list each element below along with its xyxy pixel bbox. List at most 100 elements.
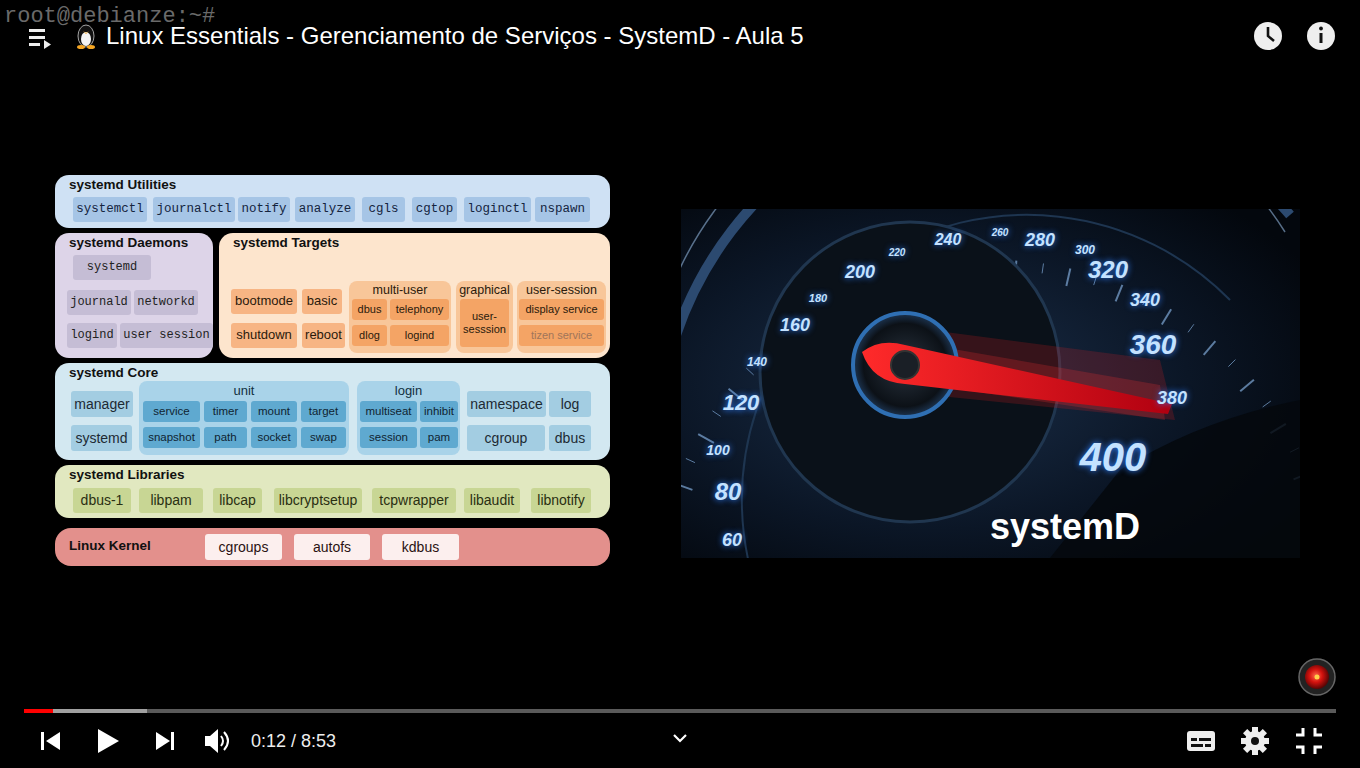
gauge-number: 240 xyxy=(935,231,962,249)
component-box: target xyxy=(301,401,346,422)
info-icon xyxy=(1307,22,1335,50)
progress-buffer xyxy=(24,709,147,713)
dial-tick xyxy=(1162,309,1171,324)
component-box: cgtop xyxy=(412,197,457,222)
next-icon xyxy=(156,732,170,750)
component-label: tizen service xyxy=(531,329,592,342)
component-box: inhibit xyxy=(420,401,458,422)
speedometer-ground xyxy=(681,209,1300,558)
group-box: dbustelephonydloglogindmulti-user xyxy=(349,281,451,353)
subtitles-icon xyxy=(1205,744,1211,747)
component-box: dbus xyxy=(549,425,591,451)
component-label: path xyxy=(214,431,236,444)
component-box: mount xyxy=(251,401,297,422)
dial-tick xyxy=(1042,263,1043,273)
component-label: service xyxy=(153,405,189,418)
component-label: session xyxy=(369,431,408,444)
gauge-number: 220 xyxy=(889,247,906,258)
penguin-icon xyxy=(83,31,89,34)
component-label: nspawn xyxy=(540,202,585,216)
component-label: cgroups xyxy=(219,539,269,555)
component-box: cgroups xyxy=(205,534,282,560)
gauge-number: 280 xyxy=(1025,230,1055,251)
speedometer-image xyxy=(681,209,1300,558)
chevron-icon xyxy=(674,735,686,741)
dial-tick xyxy=(712,411,720,417)
component-box: tcpwrapper xyxy=(372,488,456,513)
penguin-icon xyxy=(87,45,95,49)
progress-played xyxy=(24,709,53,713)
penguin-icon xyxy=(81,32,91,46)
component-box: basic xyxy=(302,289,342,314)
component-label: user session xyxy=(123,329,209,343)
dial-tick xyxy=(698,434,714,443)
gauge-number: 100 xyxy=(706,442,729,458)
component-box: nspawn xyxy=(535,197,590,222)
settings-icon xyxy=(1243,729,1267,753)
component-label: cgroup xyxy=(485,430,528,446)
component-box: snapshot xyxy=(143,427,200,448)
layer-heading: systemd Targets xyxy=(233,235,339,251)
component-label: reboot xyxy=(305,328,342,343)
component-box: socket xyxy=(251,427,297,448)
component-label: libcryptsetup xyxy=(279,492,358,508)
layer-heading: systemd Core xyxy=(69,365,158,381)
gauge-number: 360 xyxy=(1130,329,1177,361)
subtitles-icon xyxy=(1191,738,1197,741)
gauge-number: 260 xyxy=(992,227,1009,238)
gauge-number: 120 xyxy=(723,390,760,416)
group-heading: unit xyxy=(139,383,349,398)
component-label: log xyxy=(561,396,580,412)
component-box: session xyxy=(360,427,417,448)
dial-tick xyxy=(1188,324,1194,332)
dial-tick xyxy=(681,484,692,490)
component-box: telephony xyxy=(390,299,449,320)
needle xyxy=(862,343,1172,414)
subtitles-icon xyxy=(1199,738,1211,741)
component-label: libaudit xyxy=(470,492,514,508)
settings-icon xyxy=(1241,727,1269,755)
component-box: logind xyxy=(67,323,117,348)
component-box: libnotify xyxy=(531,488,591,513)
component-box: pam xyxy=(420,427,458,448)
component-box: journalctl xyxy=(153,197,235,222)
gauge-number: 180 xyxy=(809,292,827,304)
dial-tick xyxy=(1228,360,1235,367)
component-label: cgls xyxy=(368,202,398,216)
layer-heading: Linux Kernel xyxy=(69,538,151,554)
component-label: namespace xyxy=(470,396,542,412)
layer-heading: systemd Utilities xyxy=(69,177,176,193)
dial-tick xyxy=(1116,285,1123,302)
component-box: dbus xyxy=(352,299,387,320)
component-label: timer xyxy=(213,405,239,418)
fullscreen-exit-icon xyxy=(1296,728,1322,754)
hal-button xyxy=(1305,665,1329,689)
component-box: dbus-1 xyxy=(73,488,131,513)
component-box: dlog xyxy=(352,325,387,346)
gauge-number: 160 xyxy=(780,315,810,336)
previous-icon xyxy=(41,732,44,750)
gauge-number: 400 xyxy=(1080,435,1147,480)
dial-tick xyxy=(1204,341,1216,355)
menu-icon xyxy=(29,36,45,39)
group-box: multiseatinhibitsessionpamlogin xyxy=(357,381,460,455)
gauge-number: 200 xyxy=(845,262,875,283)
component-box: service xyxy=(143,401,200,422)
component-label: target xyxy=(309,405,338,418)
menu-icon xyxy=(29,43,40,46)
dial-tick xyxy=(1240,380,1254,392)
component-label: systemd xyxy=(87,261,137,275)
component-label: analyze xyxy=(299,202,352,216)
hal-button xyxy=(1315,675,1320,680)
gauge-number: 60 xyxy=(722,530,742,551)
previous-icon xyxy=(46,732,60,750)
component-box: multiseat xyxy=(360,401,417,422)
clock-icon xyxy=(1254,22,1282,50)
settings-icon xyxy=(1251,737,1259,745)
component-box: cgls xyxy=(362,197,405,222)
component-label: loginctl xyxy=(467,202,527,216)
component-label: mount xyxy=(258,405,290,418)
component-label: manager xyxy=(74,396,129,412)
component-box: user-sesssion xyxy=(460,299,509,347)
